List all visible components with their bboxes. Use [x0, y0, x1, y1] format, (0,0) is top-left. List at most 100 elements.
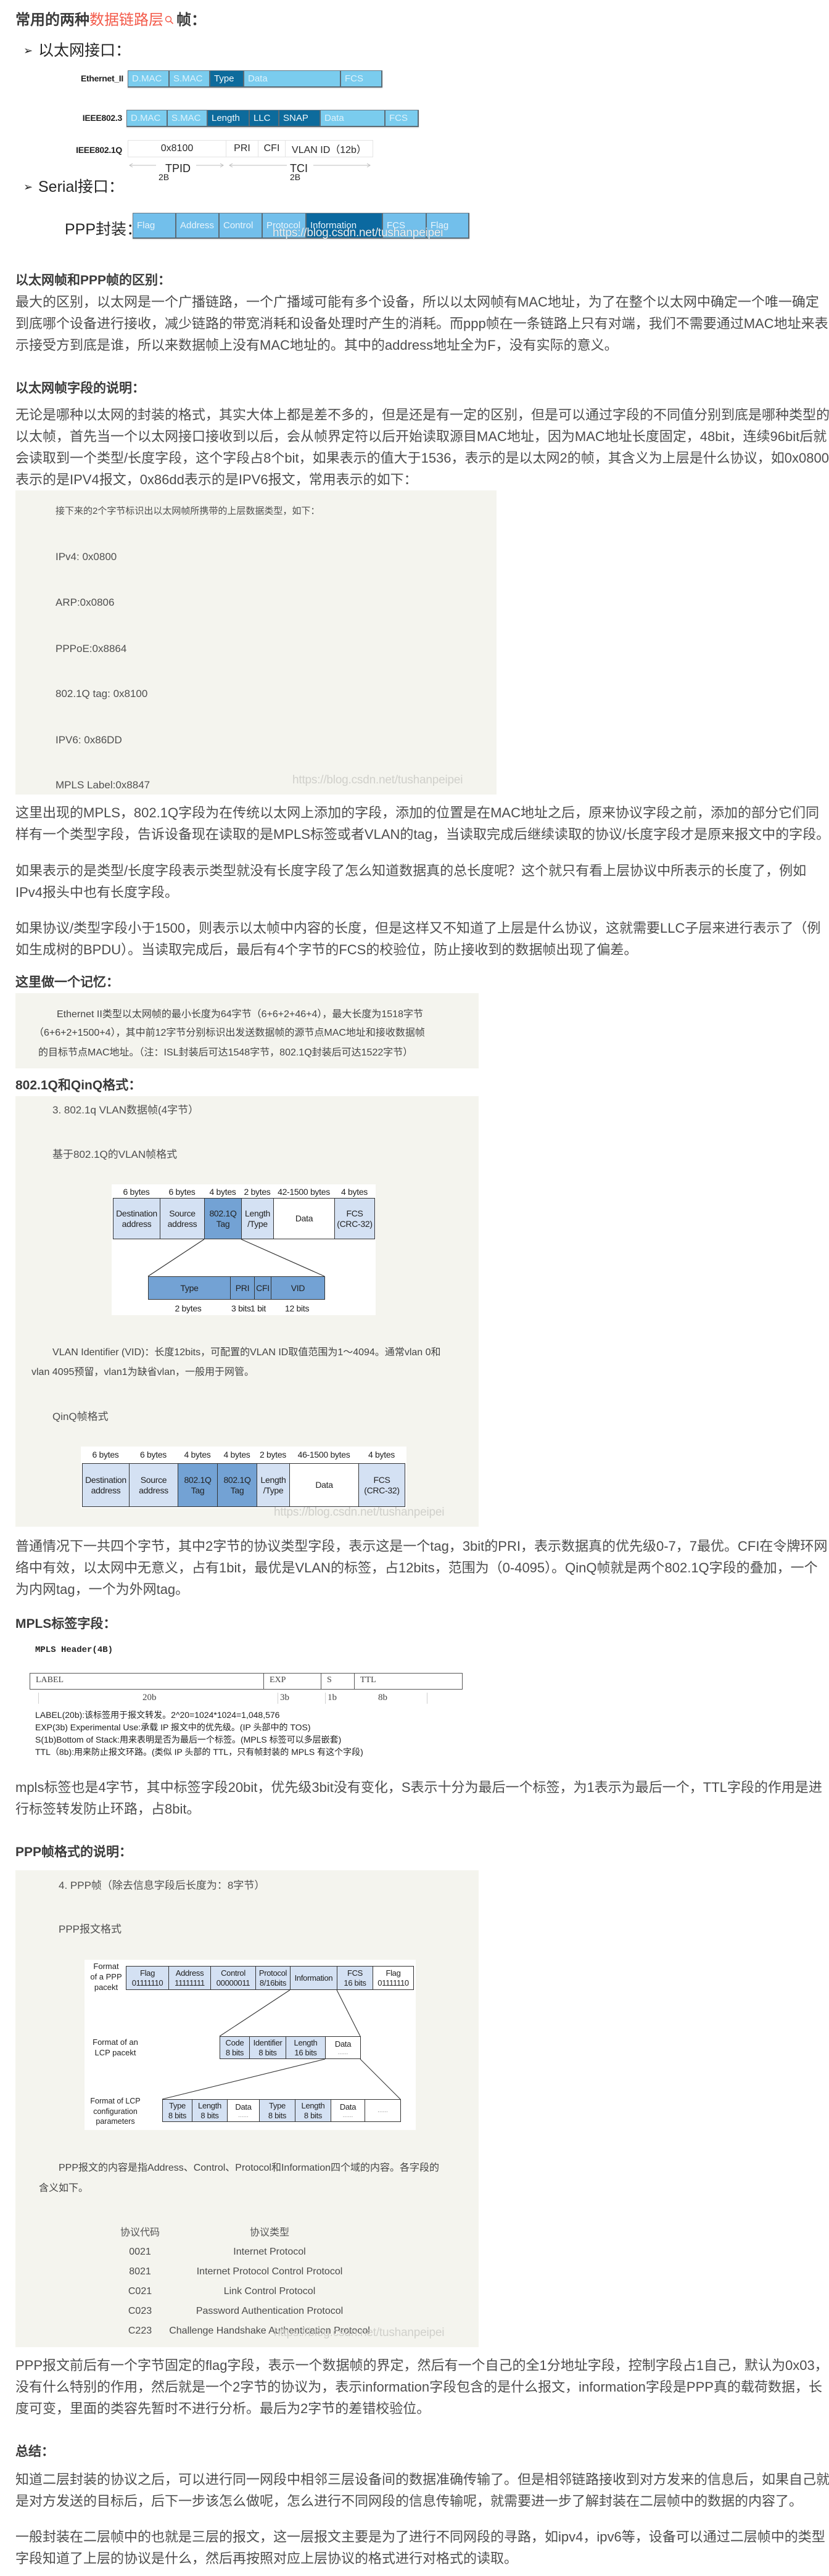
field-pri: PRI [226, 141, 258, 157]
field-protocol: Protocol [263, 213, 307, 237]
watermark: https://blog.csdn.net/tushanpeipei [274, 1506, 445, 1519]
watermark: https://blog.csdn.net/tushanpeipei [274, 2326, 445, 2339]
search-icon[interactable] [165, 9, 174, 25]
field-name: (CRC-32) [364, 1485, 400, 1495]
ppp-frame: Flag Address Control Protocol Informatio… [133, 213, 469, 239]
ethernet-interface-heading: 以太网接口： [38, 42, 131, 59]
protocol-type: Challenge Handshake Authentication Proto… [169, 2326, 370, 2336]
field-bits: 00000011 [216, 1978, 250, 1988]
memo-figure: Ethernet II类型以太网帧的最小长度为64字节（6+6+2+46+4），… [15, 993, 479, 1068]
field-name: address [91, 1485, 121, 1495]
table-header-code: 协议代码 [120, 2227, 160, 2238]
tpid-label: TPID [165, 162, 191, 175]
vid-description-line: vlan 4095预留，vlan1为缺省vlan，一般用于网管。 [31, 1367, 254, 1377]
field-data: Data...... [331, 2100, 365, 2121]
text-line: 为内网tag，一个为外网tag。 [15, 1582, 189, 1597]
field-bits: 16 bits [344, 1978, 366, 1988]
field-name: Source [169, 1208, 196, 1218]
keyword-link[interactable]: 数据链路层 [89, 12, 176, 28]
figure-title: 4. PPP帧（除去信息字段后长度为：8字节） [59, 1880, 265, 1891]
mpls-bits: 20b [142, 1693, 157, 1703]
text-line: 表示的是IPV4报文，0x86dd表示的是IPV6报文，常用表示的如下： [15, 472, 418, 487]
text-line: 行标签转发防止环路，占8bit。 [15, 1801, 200, 1817]
field-name: Source [140, 1474, 167, 1485]
mpls-header-table: LABEL EXP S TTL [30, 1673, 463, 1690]
text-line: 无论是哪种以太网的封装的格式，其实大体上都是差不多的，但是还是有一定的区别，但是… [15, 407, 829, 423]
field-smac: S.MAC [168, 110, 208, 126]
field-flag: Flag [427, 213, 469, 237]
field-size: 6 bytes [139, 1450, 167, 1459]
text-line: 度可变，里面的类容先暂时不进行分析。最后为2字节的差错校验位。 [15, 2401, 431, 2416]
field-sizes-row: 6 bytes 6 bytes 4 bytes 2 bytes 42-1500 … [113, 1186, 374, 1197]
field-dmac: D.MAC [128, 71, 170, 86]
paragraph-vlan-tag: 普通情况下一共四个字节，其中2字节的协议类型字段，表示这是一个tag，3bit的… [15, 1535, 828, 1600]
field-name: Data [295, 1213, 313, 1223]
field-data: Data...... [228, 2100, 260, 2121]
article-title: 常用的两种数据链路层帧： [15, 9, 206, 31]
tag-field-pri: PRI [231, 1277, 255, 1299]
field-name: Flag [139, 1968, 155, 1978]
text-line: 示接受方到底是谁，所以来数据帧上没有MAC地址的。其中的address地址全为F… [15, 337, 618, 353]
keyword-link-text[interactable]: 数据链路层 [89, 12, 163, 28]
field-control: Control [220, 213, 263, 237]
lcp-config-label: Format of LCP configuration parameters [87, 2096, 144, 2127]
figure-subtitle: 基于802.1Q的VLAN帧格式 [52, 1149, 178, 1160]
text-line: 普通情况下一共四个字节，其中2字节的协议类型字段，表示这是一个tag，3bit的… [15, 1538, 828, 1554]
field-tpid-value: 0x8100 [128, 141, 226, 157]
field-name: FCS [347, 1968, 363, 1978]
frame-types-figure: ➢ 以太网接口： Ethernet_II D.MAC S.MAC Type Da… [0, 0, 493, 247]
field-size: 4 bytes [223, 1450, 250, 1459]
paragraph-llc: 如果协议/类型字段小于1500，则表示以太帧中内容的长度，但是这样又不知道了上层… [15, 917, 823, 960]
field-fcs: FCS [383, 213, 427, 237]
mpls-field-description: S(1b)Bottom of Stack:用来表明是否为最后一个标签。(MPLS… [35, 1735, 342, 1744]
qinq-title: QinQ帧格式 [52, 1411, 109, 1422]
mpls-bits: 3b [280, 1693, 289, 1703]
field-ellipsis: ...... [238, 2112, 249, 2119]
tag-size: 1 bit [250, 1303, 266, 1313]
field-name: Code [225, 2037, 244, 2047]
protocol-type: Internet Protocol Control Protocol [196, 2266, 343, 2277]
tag-expansion-lines [147, 1239, 325, 1277]
bit-tick [38, 1693, 39, 1704]
label-line: pacekt [94, 1983, 118, 1992]
field-name: Protocol [258, 1968, 287, 1978]
text-line: 字段知道了上层的协议是什么，然后再按照对应上层协议的格式进行对格式的读取。 [15, 2551, 518, 2566]
field-bits: 8 bits [303, 2110, 323, 2120]
field-length-type: Length/Type [257, 1464, 290, 1506]
mpls-field-description: EXP(3b) Experimental Use:承载 IP 报文中的优先级。(… [35, 1722, 311, 1732]
field-name: Length [301, 2100, 325, 2110]
mpls-field-label: LABEL [30, 1674, 264, 1689]
field-bits: 8/16bits [259, 1978, 287, 1988]
heading-difference: 以太网帧和PPP帧的区别： [15, 273, 171, 287]
protocol-code: C023 [128, 2306, 152, 2316]
heading-field-description: 以太网帧字段的说明： [15, 381, 145, 395]
protocol-type: Link Control Protocol [223, 2286, 316, 2297]
field-name: Length [294, 2037, 318, 2047]
field-name: FCS [346, 1208, 363, 1218]
field-name: Destination [85, 1474, 126, 1485]
field-name: /Type [247, 1218, 268, 1229]
field-name: address [139, 1485, 168, 1495]
field-fcs: FCS [341, 71, 382, 86]
ppp-description-line: PPP报文的内容是指Address、Control、Protocol和Infor… [59, 2163, 440, 2173]
field-data: Data [274, 1199, 335, 1239]
field-bits: 8 bits [268, 2110, 287, 2120]
field-length-type: Length/Type [242, 1199, 274, 1239]
text-line: 到底哪个设备进行接收，减少链路的带宽消耗和设备处理时产生的消耗。而ppp帧在一条… [15, 316, 828, 331]
label-line: Format of LCP [90, 2097, 141, 2105]
field-name: 802.1Q [223, 1474, 251, 1485]
field-data: Data...... [326, 2037, 361, 2058]
paragraph-summary-1: 知道二层封装的协议之后，可以进行同一网段中相邻三层设备间的数据准确传输了。但是相… [15, 2469, 829, 2512]
field-size: 4 bytes [209, 1187, 236, 1197]
field-name: (CRC-32) [337, 1218, 373, 1229]
field-bits: 8 bits [225, 2047, 244, 2057]
field-size: 4 bytes [340, 1187, 368, 1197]
field-data: Data [244, 71, 341, 86]
